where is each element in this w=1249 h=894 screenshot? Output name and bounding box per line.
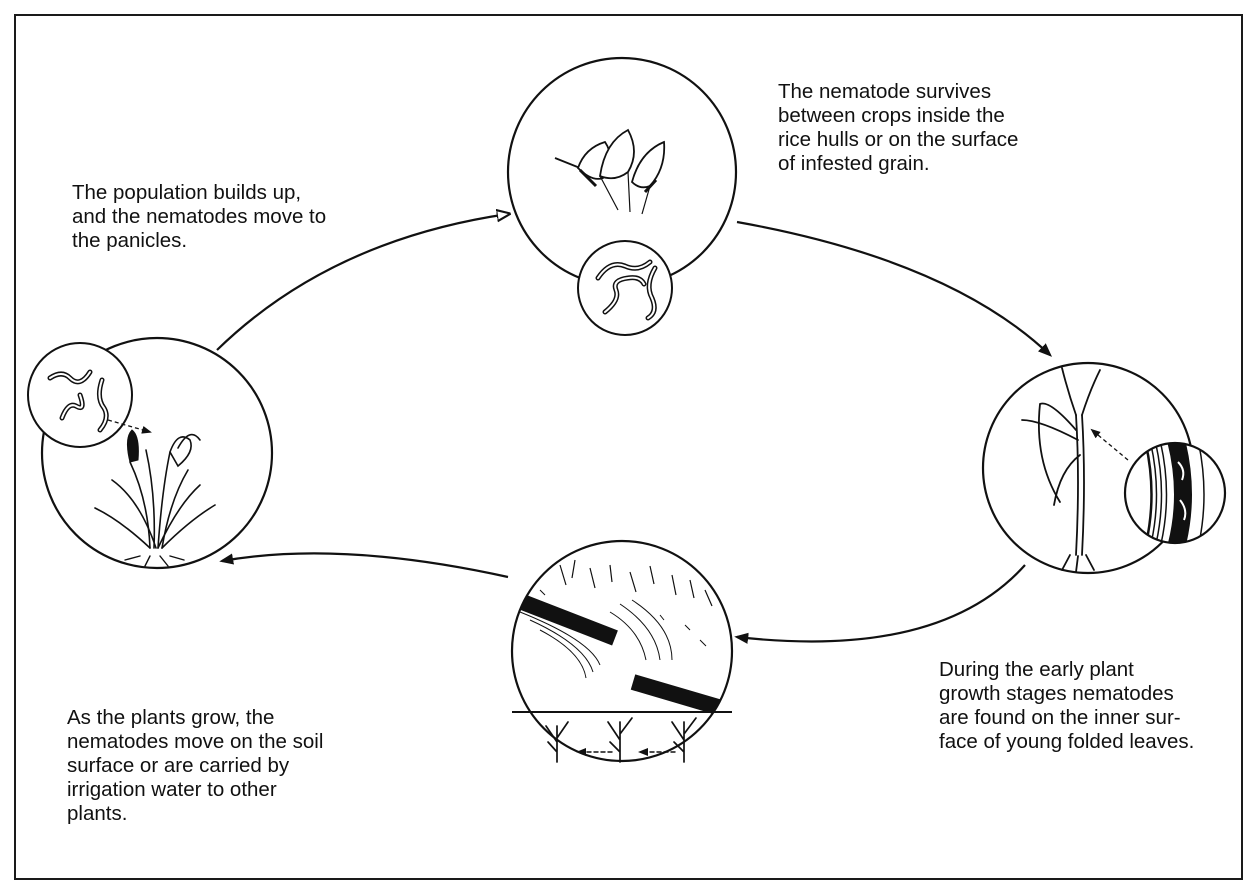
stage-grain xyxy=(508,58,736,335)
nematode-inset-grain xyxy=(578,241,672,335)
arrow-irrigation-to-panicle xyxy=(222,553,508,577)
caption-panicle-stage: The population builds up, and the nemato… xyxy=(72,181,392,253)
stage-panicle xyxy=(28,338,272,568)
caption-seedling-stage: During the early plant growth stages nem… xyxy=(939,658,1249,754)
stage-seedling xyxy=(983,363,1225,573)
caption-grain-stage: The nematode survives between crops insi… xyxy=(778,80,1078,176)
arrow-seedling-to-irrigation xyxy=(737,565,1025,641)
stage-circle-irrigation xyxy=(512,541,732,761)
stage-irrigation xyxy=(512,541,735,762)
arrow-grain-to-seedling xyxy=(737,222,1050,355)
caption-irrigation-stage: As the plants grow, the nematodes move o… xyxy=(67,706,367,826)
